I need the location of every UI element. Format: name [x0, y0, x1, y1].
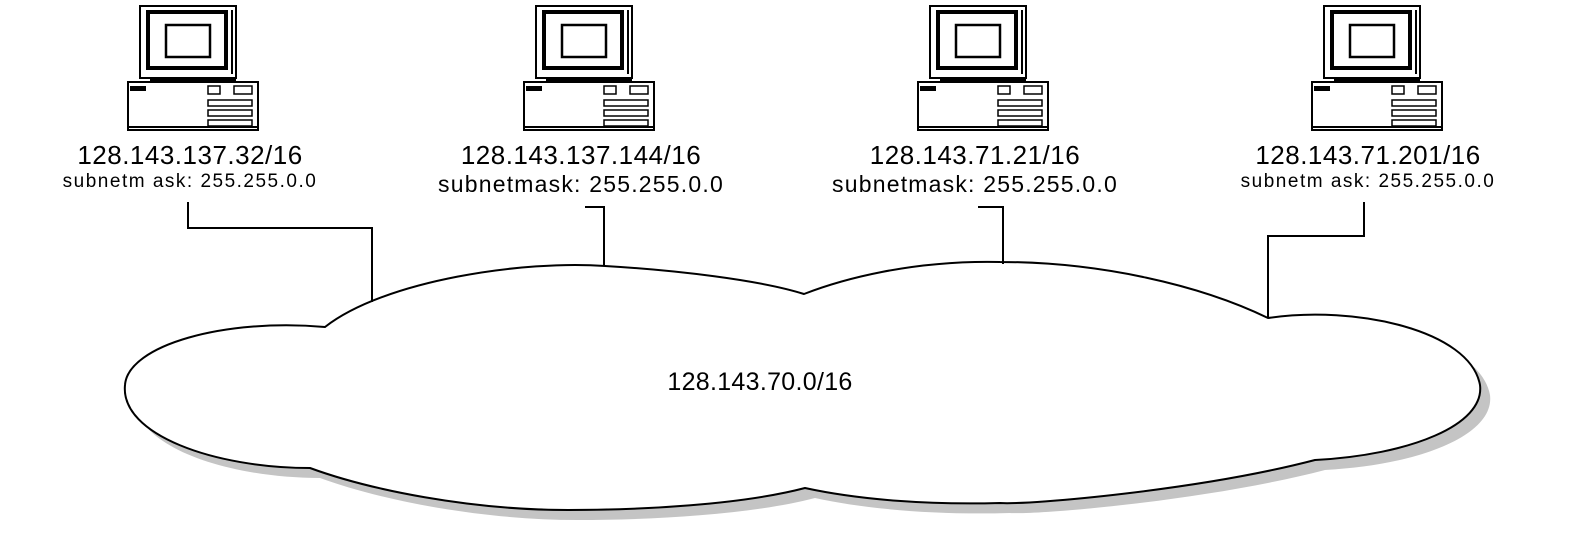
- network-label: 128.143.70.0/16: [667, 368, 853, 396]
- cloud-icon: [123, 260, 1482, 512]
- link-host-4: [1267, 202, 1365, 318]
- host-ip: 128.143.71.21/16: [869, 140, 1081, 170]
- host-2-label: 128.143.137.144/16 subnetmask: 255.255.0…: [421, 140, 741, 198]
- host-ip: 128.143.137.144/16: [460, 140, 702, 170]
- computer-icon: [522, 4, 656, 132]
- link-host-3: [978, 206, 1004, 264]
- computer-icon: [916, 4, 1050, 132]
- computer-icon: [1310, 4, 1444, 132]
- link-host-2: [585, 206, 605, 266]
- computer-icon: [126, 4, 260, 132]
- host-subnet-mask: subnetmask: 255.255.0.0: [438, 171, 724, 197]
- host-1-label: 128.143.137.32/16 subnetm ask: 255.255.0…: [30, 140, 350, 194]
- host-3-label: 128.143.71.21/16 subnetmask: 255.255.0.0: [815, 140, 1135, 198]
- host-subnet-mask: subnetm ask: 255.255.0.0: [1240, 171, 1496, 192]
- host-subnet-mask: subnetmask: 255.255.0.0: [832, 171, 1118, 197]
- host-subnet-mask: subnetm ask: 255.255.0.0: [62, 171, 318, 192]
- host-ip: 128.143.71.201/16: [1255, 140, 1481, 170]
- host-ip: 128.143.137.32/16: [77, 140, 303, 170]
- host-4-label: 128.143.71.201/16 subnetm ask: 255.255.0…: [1208, 140, 1528, 194]
- link-host-1: [187, 202, 373, 302]
